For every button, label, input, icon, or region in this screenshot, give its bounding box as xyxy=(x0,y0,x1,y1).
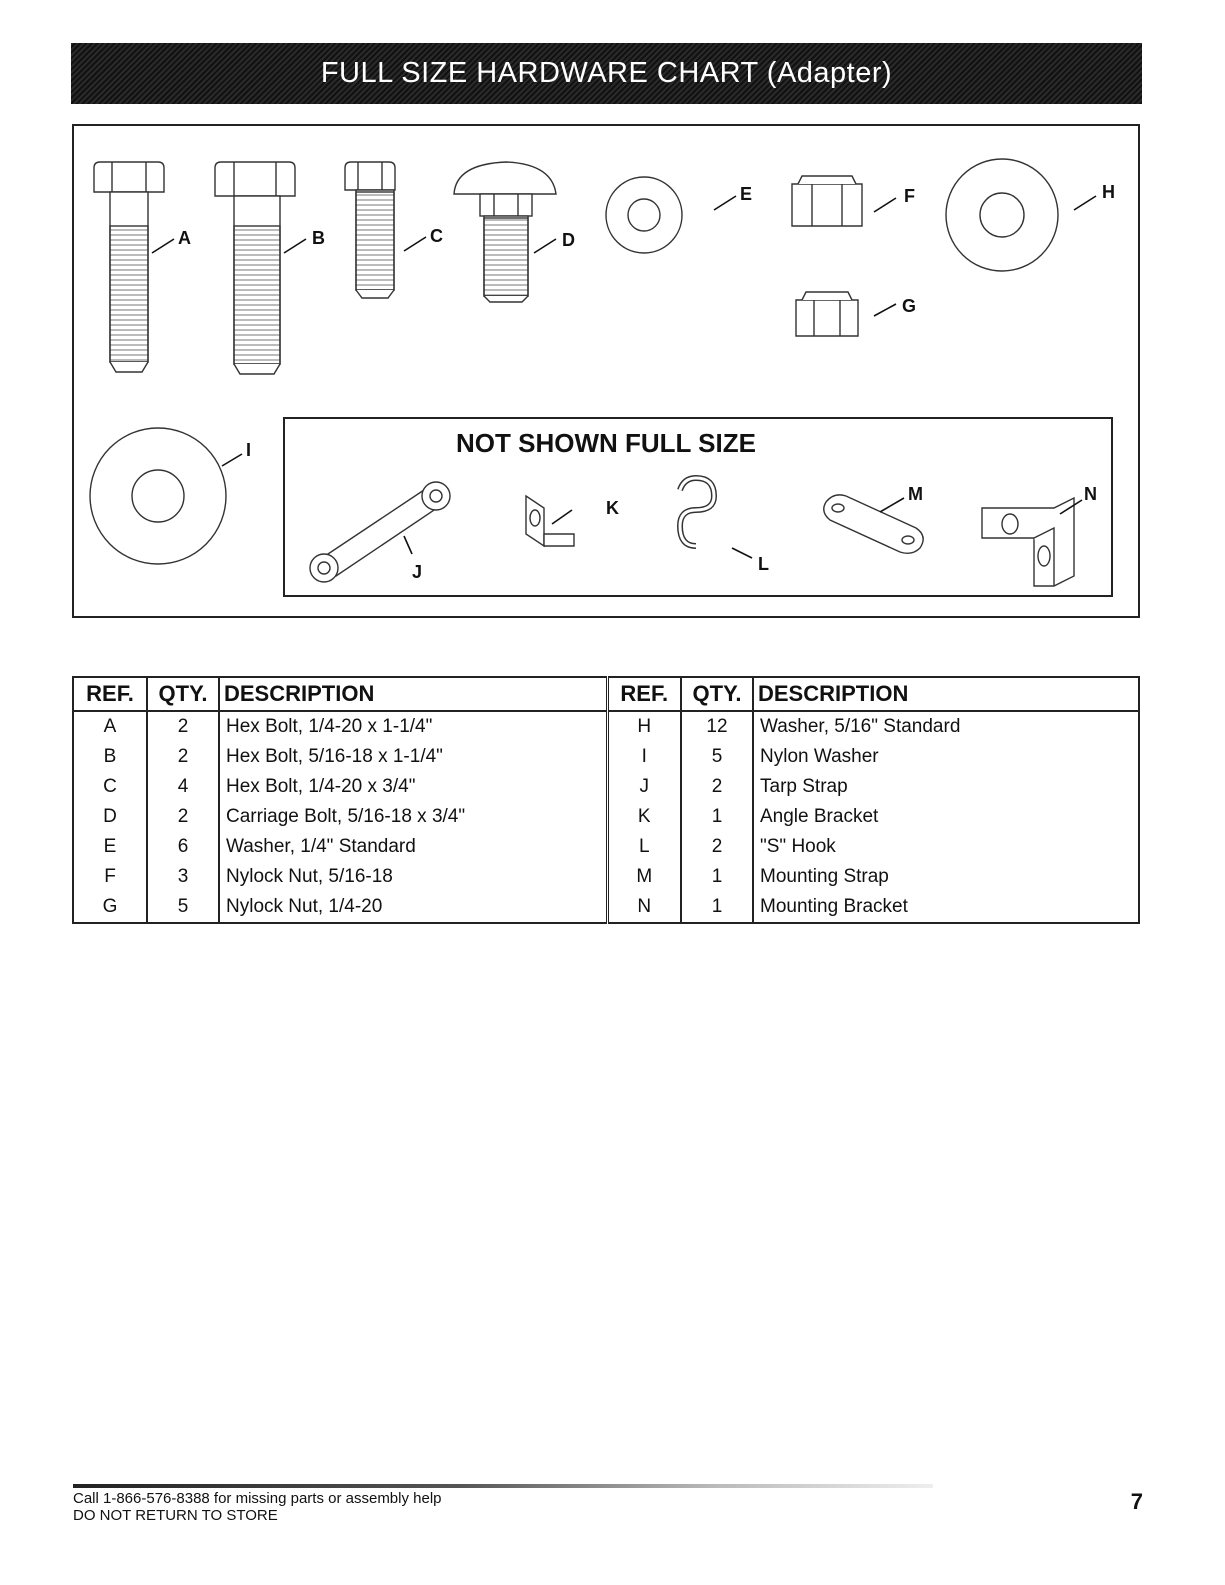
ref-cell: B xyxy=(103,746,117,767)
ref-cell: H xyxy=(605,711,681,742)
ref-cell: F xyxy=(104,866,116,887)
callout-a: A xyxy=(178,228,191,248)
callout-n: N xyxy=(1084,484,1097,504)
description-cell: Nylock Nut, 5/16-18 xyxy=(218,862,607,892)
description-cell: Hex Bolt, 1/4-20 x 1-1/4" xyxy=(218,711,607,742)
hardware-figure: A B C D E F G H I J K L M N NOT SHOWN FU… xyxy=(72,124,1140,618)
help-line: Call 1-866-576-8388 for missing parts or… xyxy=(73,1490,442,1507)
qty-cell: 1 xyxy=(680,862,753,892)
callout-j: J xyxy=(412,562,423,582)
description-cell: Nylock Nut, 1/4-20 xyxy=(218,892,607,923)
nylock-nut-g-icon xyxy=(795,291,859,337)
callout-k: K xyxy=(606,498,619,518)
col-qty-right: QTY. xyxy=(680,677,753,712)
ref-cell: G xyxy=(102,896,118,917)
description-cell: Carriage Bolt, 5/16-18 x 3/4" xyxy=(218,802,607,832)
col-description-right: DESCRIPTION xyxy=(752,677,1139,712)
callout-b: B xyxy=(312,228,325,248)
qty-cell: 5 xyxy=(680,742,753,772)
description-cell: Mounting Bracket xyxy=(752,892,1139,923)
callout-c: C xyxy=(430,226,443,246)
col-description: DESCRIPTION xyxy=(218,677,607,712)
ref-cell: I xyxy=(605,742,681,772)
page-title-banner: FULL SIZE HARDWARE CHART (Adapter) xyxy=(71,43,1142,104)
hex-bolt-b-icon xyxy=(214,161,296,375)
description-cell: Washer, 1/4" Standard xyxy=(218,832,607,862)
description-cell: Hex Bolt, 1/4-20 x 3/4" xyxy=(218,772,607,802)
col-ref-right: REF. xyxy=(605,677,681,712)
page-number: 7 xyxy=(1130,1489,1143,1514)
ref-cell: N xyxy=(605,892,681,923)
ref-cell: C xyxy=(103,776,117,797)
callout-m: M xyxy=(908,484,923,504)
hex-bolt-c-icon xyxy=(344,161,396,299)
footer-text: Call 1-866-576-8388 for missing parts or… xyxy=(73,1490,442,1524)
do-not-return-note: DO NOT RETURN TO STORE xyxy=(73,1507,278,1524)
col-ref: REF. xyxy=(73,677,147,712)
description-cell: Nylon Washer xyxy=(752,742,1139,772)
callout-e: E xyxy=(740,184,753,204)
qty-cell: 5 xyxy=(146,892,219,923)
qty-cell: 1 xyxy=(680,802,753,832)
qty-cell: 2 xyxy=(146,711,219,742)
ref-cell: K xyxy=(605,802,681,832)
qty-cell: 3 xyxy=(146,862,219,892)
qty-cell: 1 xyxy=(680,892,753,923)
description-cell: Tarp Strap xyxy=(752,772,1139,802)
nylock-nut-f-icon xyxy=(791,175,863,227)
hex-bolt-a-icon xyxy=(93,161,165,373)
hardware-illustration xyxy=(89,158,1113,597)
callout-f: F xyxy=(904,186,915,206)
mounting-strap-m-icon xyxy=(823,494,924,555)
angle-bracket-k-icon xyxy=(525,494,575,548)
description-cell: Angle Bracket xyxy=(752,802,1139,832)
description-cell: "S" Hook xyxy=(752,832,1139,862)
qty-cell: 2 xyxy=(146,802,219,832)
washer-e-icon xyxy=(605,176,683,254)
qty-cell: 2 xyxy=(680,832,753,862)
footer-rule xyxy=(73,1484,933,1488)
description-cell: Washer, 5/16" Standard xyxy=(752,711,1139,742)
not-shown-full-size-title: NOT SHOWN FULL SIZE xyxy=(456,428,756,458)
qty-cell: 2 xyxy=(146,742,219,772)
description-cell: Mounting Strap xyxy=(752,862,1139,892)
washer-h-icon xyxy=(945,158,1059,272)
callout-d: D xyxy=(562,230,575,250)
table-header-row: REF. QTY. DESCRIPTION REF. QTY. DESCRIPT… xyxy=(73,677,1139,712)
qty-cell: 12 xyxy=(680,711,753,742)
page-title: FULL SIZE HARDWARE CHART (Adapter) xyxy=(320,57,893,89)
nylon-washer-i-icon xyxy=(89,427,227,565)
ref-cell: A xyxy=(103,716,117,737)
callout-h: H xyxy=(1102,182,1115,202)
hardware-table: REF. QTY. DESCRIPTION REF. QTY. DESCRIPT… xyxy=(72,676,1140,924)
s-hook-l-icon xyxy=(676,474,718,549)
qty-cell: 4 xyxy=(146,772,219,802)
qty-cell: 6 xyxy=(146,832,219,862)
qty-cell: 2 xyxy=(680,772,753,802)
carriage-bolt-d-icon xyxy=(453,161,557,303)
callout-g: G xyxy=(902,296,917,316)
ref-cell: M xyxy=(605,862,681,892)
col-qty: QTY. xyxy=(146,677,219,712)
tarp-strap-j-icon xyxy=(309,481,451,583)
ref-cell: D xyxy=(103,806,117,827)
description-cell: Hex Bolt, 5/16-18 x 1-1/4" xyxy=(218,742,607,772)
ref-cell: L xyxy=(605,832,681,862)
ref-cell: E xyxy=(103,836,117,857)
ref-cell: J xyxy=(605,772,681,802)
callout-i: I xyxy=(246,440,252,460)
callout-l: L xyxy=(758,554,769,574)
mounting-bracket-n-icon xyxy=(981,496,1075,587)
